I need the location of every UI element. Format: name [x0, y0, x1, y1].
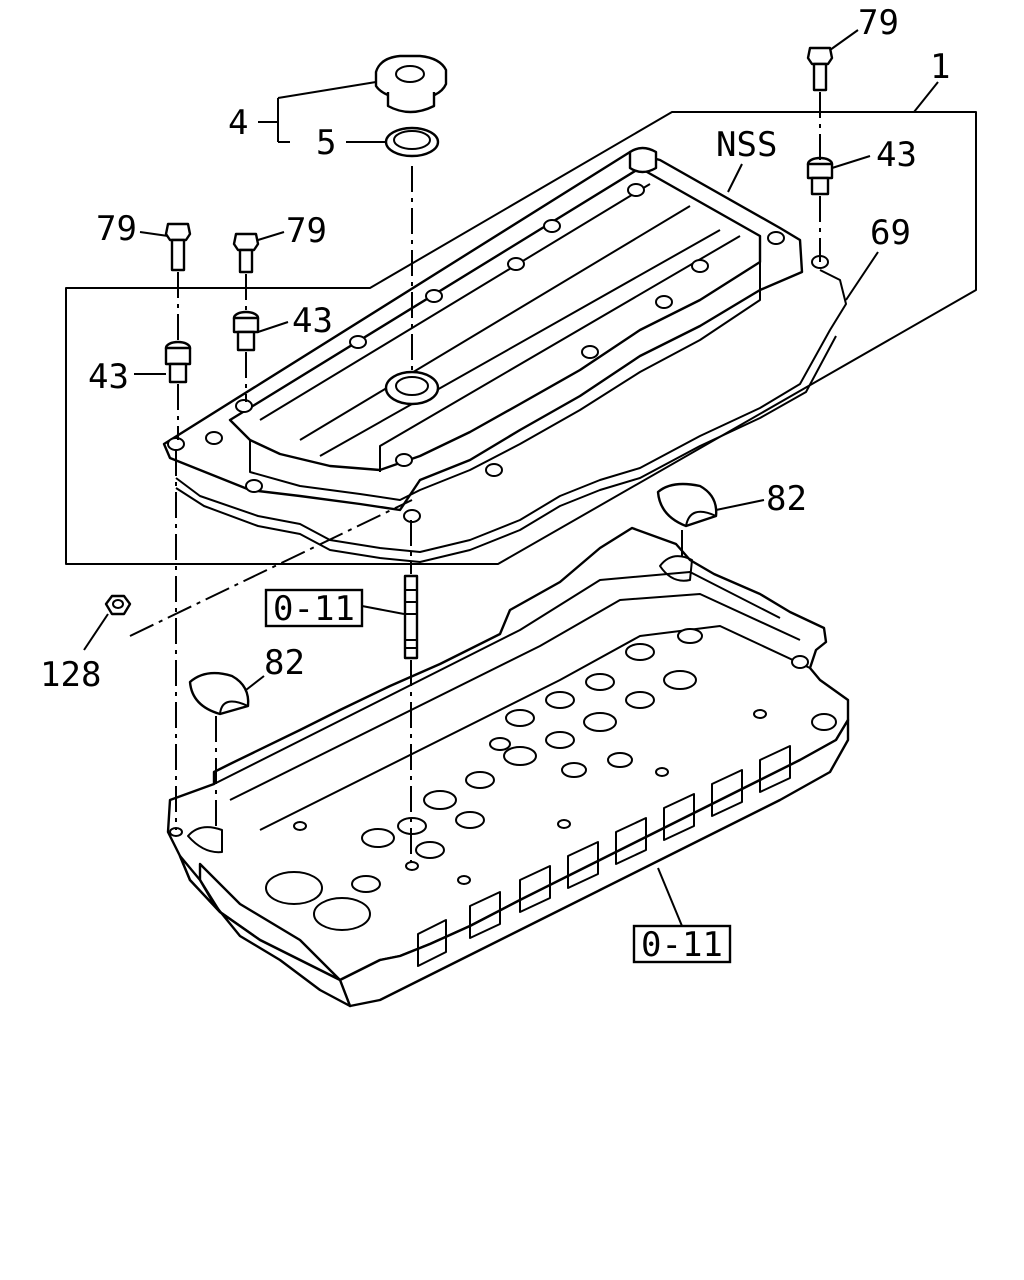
bolt-79-middle: [232, 232, 260, 274]
reference-label-bottom: 0-11: [641, 925, 723, 965]
grommet-43-middle: [232, 310, 260, 352]
cover-locating-boss: [628, 146, 658, 174]
bolt-79-left: [164, 222, 192, 272]
leader-43-right: [831, 155, 871, 169]
oil-filler-cap-seal: [384, 126, 440, 158]
callout-128: 128: [40, 655, 101, 695]
callout-43-right: 43: [876, 135, 917, 175]
callout-79-left: 79: [96, 209, 137, 249]
cylinder-head-stud: [403, 574, 419, 660]
reference-box-bottom: [632, 924, 732, 964]
cylinder-head-cam-ridge: [213, 571, 811, 831]
cylinder-head-port-windows: [417, 745, 791, 967]
callout-nss: NSS: [716, 125, 777, 165]
leader-82-left: [245, 675, 265, 691]
nut-128: [104, 594, 132, 616]
leader-nss: [727, 163, 743, 193]
half-moon-plug-82-left: [188, 671, 250, 716]
leader-1: [913, 81, 939, 113]
oil-filler-cap: [374, 54, 448, 114]
bolt-79-right: [806, 46, 834, 92]
callout-43-left: 43: [88, 357, 129, 397]
callout-82-right: 82: [766, 479, 807, 519]
cylinder-head-fastener-holes: [169, 655, 837, 885]
leader-69: [845, 251, 879, 301]
grommet-43-left: [164, 340, 192, 384]
oil-filler-port-inner: [395, 376, 429, 396]
callout-79-top: 79: [858, 3, 899, 43]
leader-ref-bottom: [657, 867, 683, 927]
reference-label-mid: 0-11: [273, 589, 355, 629]
rocker-cover-side: [249, 262, 761, 501]
leader-79-middle: [257, 231, 285, 241]
cylinder-head-valve-holes: [265, 628, 703, 931]
callout-43-middle: 43: [292, 301, 333, 341]
cylinder-head-side-face: [198, 718, 850, 1008]
assembly-line-bolt-left: [175, 272, 179, 830]
half-moon-plug-82-right: [656, 482, 718, 528]
cylinder-head-front-face: [178, 854, 352, 1008]
leader-ref-mid: [361, 605, 405, 615]
assembly-boundary-frame: [65, 111, 977, 565]
callout-79-middle: 79: [286, 211, 327, 251]
leader-79-top: [829, 29, 859, 51]
leader-79-left: [139, 231, 169, 237]
reference-box-mid: [264, 588, 364, 628]
leader-4: [258, 81, 377, 143]
callout-82-left: 82: [264, 643, 305, 683]
rocker-cover-bolt-holes: [167, 183, 829, 523]
cylinder-head-plug-seat-right: [659, 555, 693, 582]
grommet-43-right: [806, 156, 834, 196]
leader-82-right: [715, 499, 765, 511]
callout-4: 4: [228, 103, 248, 143]
callout-5: 5: [316, 123, 336, 163]
leader-128: [83, 613, 109, 651]
assembly-line-nut: [129, 499, 413, 637]
leader-43-middle: [257, 321, 289, 333]
callout-1: 1: [930, 47, 950, 87]
rocker-cover-top-ridge: [259, 183, 741, 472]
cylinder-head-plug-seat-left: [187, 826, 223, 854]
callout-69: 69: [870, 213, 911, 253]
rocker-cover-gasket-inner: [175, 335, 837, 563]
rocker-cover-gasket: [175, 269, 847, 553]
